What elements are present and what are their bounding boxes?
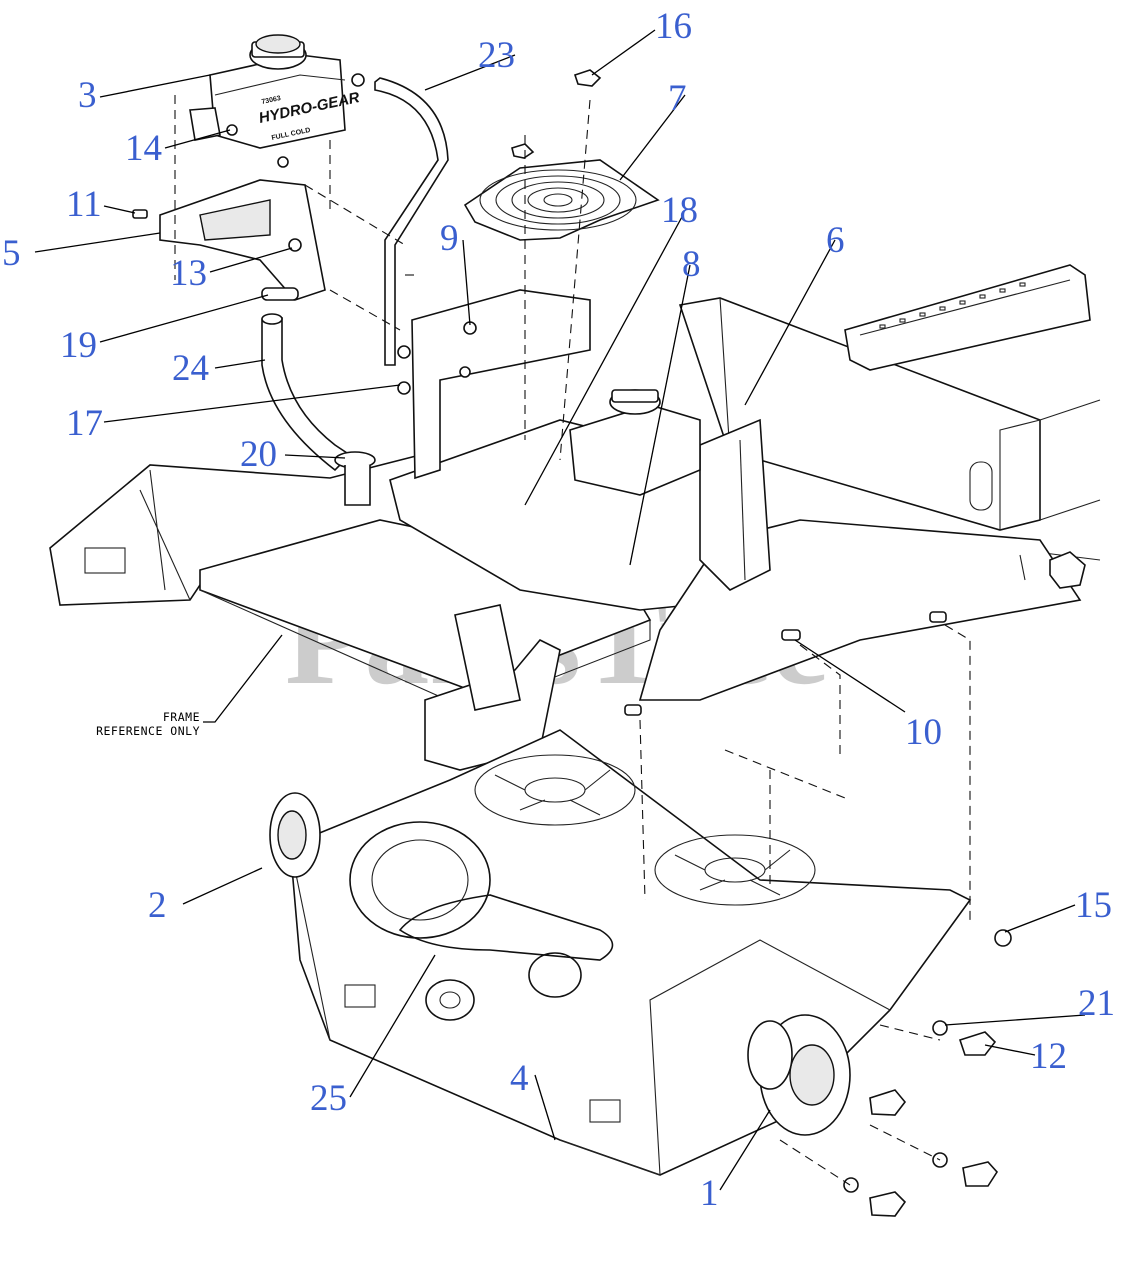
callout-11: 11 — [66, 184, 102, 225]
callouts: 3 14 11 5 13 19 24 17 20 23 16 7 9 18 8 … — [2, 6, 1115, 1214]
tank-bracket — [159, 179, 326, 301]
frame-note-line1: FRAME — [163, 710, 200, 724]
fan-grate — [463, 159, 660, 241]
callout-17: 17 — [66, 403, 103, 444]
reservoir-tank: HYDRO-GEAR FULL COLD 73063 — [189, 34, 361, 149]
tank-code: 73063 — [261, 95, 282, 106]
callout-24: 24 — [172, 348, 209, 389]
callout-6: 6 — [826, 220, 845, 261]
callout-2: 2 — [148, 885, 167, 926]
callout-25: 25 — [310, 1078, 347, 1119]
transaxle-assembly — [269, 604, 972, 1176]
callout-10: 10 — [905, 712, 942, 753]
callout-15: 15 — [1075, 885, 1112, 926]
callout-13: 13 — [170, 253, 207, 294]
callout-20: 20 — [240, 434, 277, 475]
callout-9: 9 — [440, 218, 459, 259]
hardware — [132, 69, 1012, 1217]
vent-hose — [374, 77, 449, 366]
callout-7: 7 — [668, 78, 687, 119]
callout-1: 1 — [700, 1173, 719, 1214]
leader-lines — [34, 29, 1086, 1191]
callout-3: 3 — [78, 75, 97, 116]
callout-14: 14 — [125, 128, 162, 169]
frame-reservoir — [569, 389, 701, 496]
callout-5: 5 — [2, 233, 21, 274]
hose-assembly — [261, 287, 376, 506]
callout-21: 21 — [1078, 983, 1115, 1024]
callout-12: 12 — [1030, 1036, 1067, 1077]
callout-8: 8 — [682, 244, 701, 285]
callout-4: 4 — [510, 1058, 529, 1099]
frame — [49, 264, 1101, 711]
callout-18: 18 — [661, 190, 698, 231]
callout-23: 23 — [478, 35, 515, 76]
callout-16: 16 — [655, 6, 692, 47]
frame-reference-note: FRAME REFERENCE ONLY — [96, 634, 283, 738]
assembly-lines — [174, 95, 971, 1186]
frame-note-line2: REFERENCE ONLY — [96, 724, 200, 738]
callout-19: 19 — [60, 325, 97, 366]
